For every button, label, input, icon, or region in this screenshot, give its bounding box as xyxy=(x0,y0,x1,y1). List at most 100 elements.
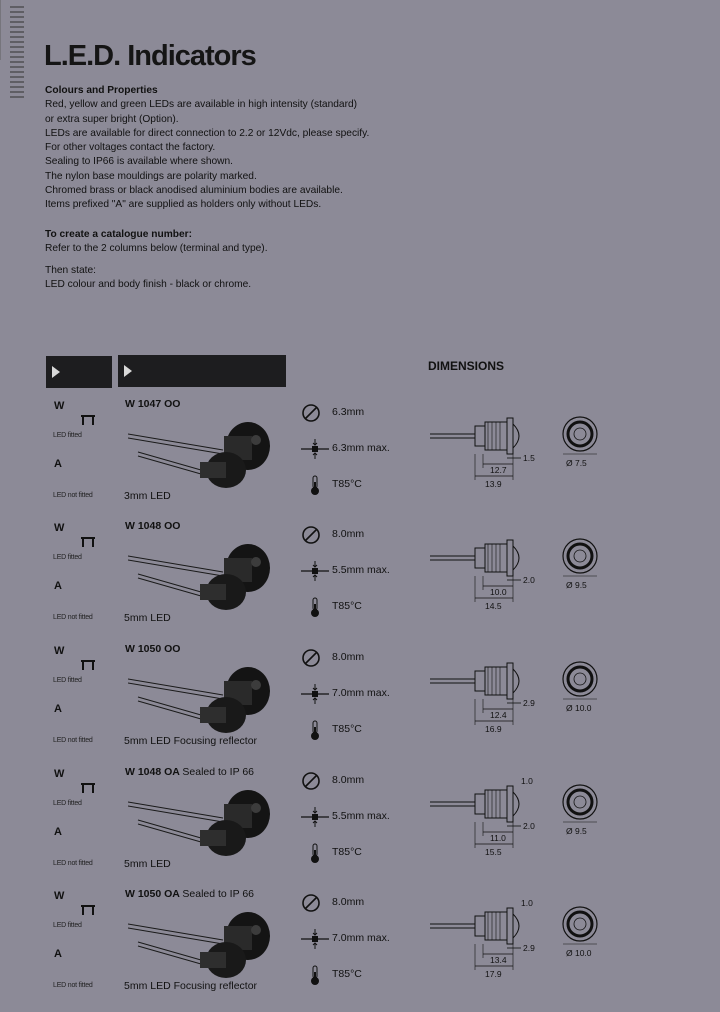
terminal-w-label: W xyxy=(54,768,65,780)
temperature-value: T85°C xyxy=(332,600,362,612)
temperature-value: T85°C xyxy=(332,723,362,735)
product-code: W 1048 OA Sealed to IP 66 xyxy=(125,766,254,778)
hole-size-spec: 8.0mm xyxy=(300,892,420,914)
intro-line: Items prefixed "A" are supplied as holde… xyxy=(45,199,322,211)
led-type: 5mm LED xyxy=(124,858,171,870)
diameter-icon xyxy=(302,649,320,667)
terminal-a-label: A xyxy=(54,458,62,470)
hole-size-value: 8.0mm xyxy=(332,774,365,786)
led-fitted-label: LED fitted xyxy=(53,554,82,561)
panel-thickness-value: 6.3mm max. xyxy=(332,442,390,454)
dimension-a-label: 12.4 xyxy=(490,710,507,720)
product-row: W LED fitted A LED not fitted W 1048 OA … xyxy=(0,766,720,890)
dimension-top-label: 1.0 xyxy=(521,898,533,908)
dimension-a-label: 11.0 xyxy=(490,833,506,843)
panel-thickness-value: 7.0mm max. xyxy=(332,687,390,699)
product-code: W 1050 OO xyxy=(125,643,180,655)
panel-thickness-spec: 7.0mm max. xyxy=(300,683,420,705)
dimension-c-label: 2.9 xyxy=(523,943,535,953)
panel-thickness-icon xyxy=(301,807,329,827)
product-code-text: W 1048 OA xyxy=(125,766,180,778)
intro-line: Red, yellow and green LEDs are available… xyxy=(45,99,358,111)
panel-thickness-value: 5.5mm max. xyxy=(332,810,390,822)
terminal-icon xyxy=(81,415,95,425)
diameter-icon xyxy=(302,526,320,544)
hole-size-spec: 8.0mm xyxy=(300,770,420,792)
panel-thickness-icon xyxy=(301,684,329,704)
page-title: L.E.D. Indicators xyxy=(44,40,257,72)
led-fitted-label: LED fitted xyxy=(53,922,82,929)
diameter-icon xyxy=(302,894,320,912)
panel-thickness-value: 7.0mm max. xyxy=(332,932,390,944)
product-row: W LED fitted A LED not fitted W 1050 OA … xyxy=(0,888,720,1012)
terminal-a-label: A xyxy=(54,703,62,715)
product-note: Sealed to IP 66 xyxy=(182,766,255,778)
temperature-value: T85°C xyxy=(332,478,362,490)
diameter-icon xyxy=(302,772,320,790)
temperature-spec: T85°C xyxy=(300,719,420,741)
intro-line: For other voltages contact the factory. xyxy=(45,142,216,154)
dimension-b-label: 15.5 xyxy=(485,847,502,857)
dimension-drawing: 13.4 17.9 2.9 1.0 Ø 10.0 xyxy=(430,898,598,979)
thermometer-icon xyxy=(311,965,319,985)
terminal-w-label: W xyxy=(54,400,65,412)
dimension-c-label: 2.0 xyxy=(523,575,535,585)
terminal-icon xyxy=(81,537,95,547)
dimensions-heading: DIMENSIONS xyxy=(428,359,505,373)
dimension-a-label: 12.7 xyxy=(490,465,507,475)
dimension-b-label: 13.9 xyxy=(485,479,502,489)
product-code: W 1047 OO xyxy=(125,398,180,410)
outer-diameter-label: Ø 9.5 xyxy=(566,826,587,836)
intro-line: Sealing to IP66 is available where shown… xyxy=(45,156,234,168)
diameter-icon xyxy=(302,404,320,422)
thermometer-icon xyxy=(311,597,319,617)
product-code-text: W 1050 OA xyxy=(125,888,180,900)
panel-thickness-spec: 5.5mm max. xyxy=(300,560,420,582)
panel-thickness-spec: 6.3mm max. xyxy=(300,438,420,460)
terminal-a-label: A xyxy=(54,580,62,592)
panel-thickness-icon xyxy=(301,561,329,581)
scan-edge-noise xyxy=(10,6,24,101)
play-triangle-icon xyxy=(124,365,132,377)
thermometer-icon xyxy=(311,720,319,740)
intro-line: The nylon base mouldings are polarity ma… xyxy=(45,170,257,182)
dimension-c-label: 2.0 xyxy=(523,821,535,831)
dimension-drawing: 12.7 13.9 1.5 Ø 7.5 xyxy=(430,416,598,489)
product-row: W LED fitted A LED not fitted W 1047 OO … xyxy=(0,398,720,522)
terminal-icon xyxy=(81,660,95,670)
led-type: 5mm LED Focusing reflector xyxy=(124,980,258,992)
panel-thickness-value: 5.5mm max. xyxy=(332,564,390,576)
play-triangle-icon xyxy=(52,366,60,378)
intro-section: Colours and Properties Red, yellow and g… xyxy=(45,84,465,213)
led-not-fitted-label: LED not fitted xyxy=(53,860,93,867)
temperature-spec: T85°C xyxy=(300,596,420,618)
terminal-a-label: A xyxy=(54,948,62,960)
product-code: W 1050 OA Sealed to IP 66 xyxy=(125,888,254,900)
product-code: W 1048 OO xyxy=(125,520,180,532)
dimension-drawing: 10.0 14.5 2.0 Ø 9.5 xyxy=(430,538,598,611)
led-product-photo xyxy=(128,912,270,978)
catalogue-heading: To create a catalogue number: xyxy=(45,229,193,240)
outer-diameter-label: Ø 9.5 xyxy=(566,580,587,590)
intro-line: LEDs are available for direct connection… xyxy=(45,127,370,139)
terminal-w-label: W xyxy=(54,645,65,657)
dimension-a-label: 13.4 xyxy=(490,955,507,965)
temperature-spec: T85°C xyxy=(300,964,420,986)
dimension-drawing: 11.0 15.5 2.0 1.0 Ø 9.5 xyxy=(430,776,598,857)
intro-line: or extra super bright (Option). xyxy=(45,113,179,125)
product-row: W LED fitted A LED not fitted W 1048 OO … xyxy=(0,520,720,644)
product-code-text: W 1048 OO xyxy=(125,520,181,532)
led-product-photo xyxy=(128,667,270,733)
led-type: 3mm LED xyxy=(124,490,171,502)
thermometer-icon xyxy=(311,475,319,495)
hole-size-value: 8.0mm xyxy=(332,528,365,540)
hole-size-value: 8.0mm xyxy=(332,651,365,663)
intro-line: Chromed brass or black anodised aluminiu… xyxy=(45,185,343,197)
led-fitted-label: LED fitted xyxy=(53,800,82,807)
led-type: 5mm LED xyxy=(124,612,171,624)
panel-thickness-spec: 7.0mm max. xyxy=(300,928,420,950)
led-fitted-label: LED fitted xyxy=(53,432,82,439)
hole-size-value: 8.0mm xyxy=(332,896,365,908)
dimension-top-label: 1.0 xyxy=(521,776,533,786)
product-code-text: W 1050 OO xyxy=(125,643,181,655)
